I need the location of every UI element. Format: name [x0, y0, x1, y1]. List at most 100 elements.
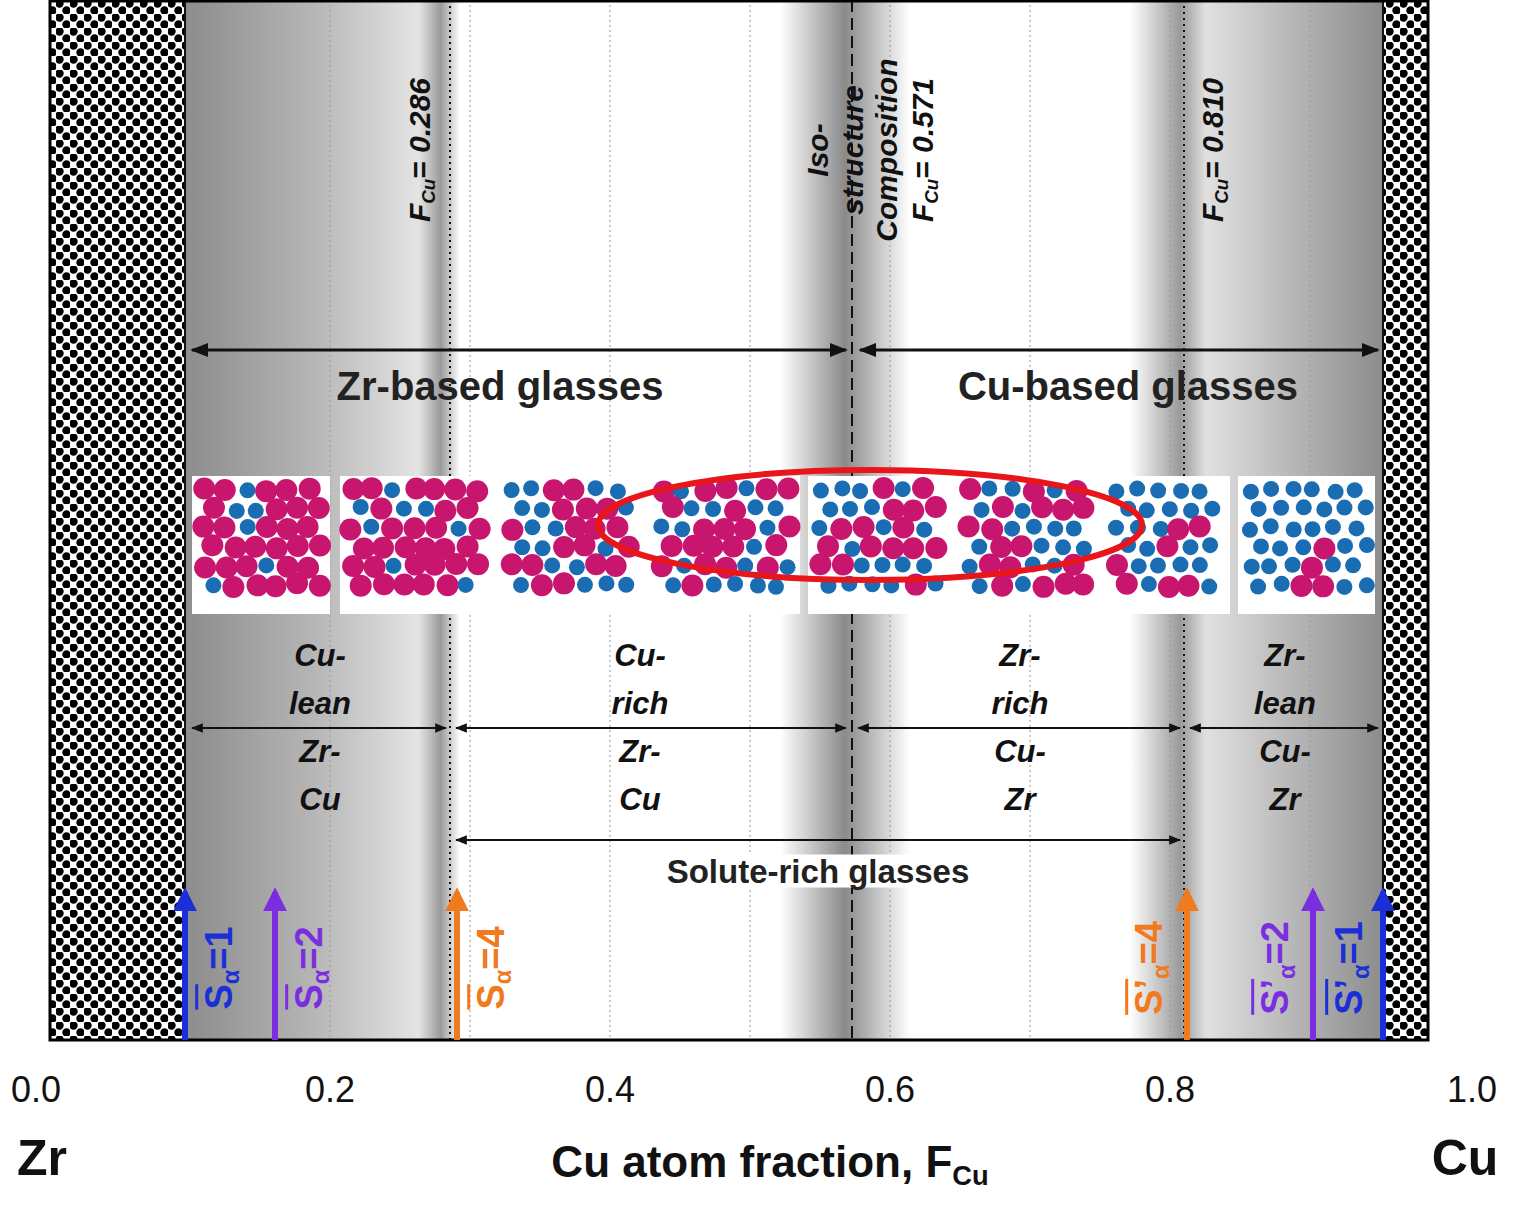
label-text: 1.0	[1447, 1069, 1497, 1110]
zr-atom	[339, 519, 361, 541]
zr-atom	[681, 575, 703, 597]
cluster-size-label: Sα=1	[200, 926, 244, 1009]
atom-panel	[192, 476, 330, 614]
cu-atom	[852, 483, 868, 499]
cu-atom	[1359, 577, 1375, 593]
label-text: S’	[1128, 979, 1170, 1015]
cu-atom	[759, 520, 775, 536]
cu-atom	[706, 577, 722, 593]
cu-atom	[1244, 559, 1260, 575]
zr-atom	[299, 478, 321, 500]
cu-atom	[747, 499, 763, 515]
grid-line	[190, 0, 191, 1040]
cu-atom	[1286, 521, 1302, 537]
cu-atom	[1337, 538, 1353, 554]
zr-atom	[373, 573, 395, 595]
cu-atom	[864, 499, 880, 515]
cu-atom	[1202, 537, 1218, 553]
cu-atom	[1172, 557, 1188, 573]
cu-atom	[738, 480, 754, 496]
cu-atom	[385, 558, 401, 574]
region-label: Cu-rich Zr-Cu	[612, 632, 669, 824]
axis-end-label: Zr	[17, 1133, 67, 1183]
cu-atom	[1108, 520, 1124, 536]
label-text: Cu-lean Zr-Cu	[289, 638, 351, 817]
zr-atom	[925, 496, 947, 518]
cu-atom	[1005, 481, 1021, 497]
cu-atom	[577, 577, 593, 593]
cu-atom	[569, 559, 585, 575]
zr-atom	[832, 553, 854, 575]
cluster-size-label: S’α=4	[1130, 921, 1174, 1015]
cu-atom	[1182, 539, 1198, 555]
label-text: 0.2	[305, 1069, 355, 1110]
cu-atom	[1129, 481, 1145, 497]
cu-atom	[1328, 484, 1344, 500]
label-text: F	[1196, 204, 1229, 222]
subscript: α	[218, 970, 244, 984]
label-text: Zr-rich Cu-Zr	[992, 638, 1049, 817]
zr-atom	[585, 553, 607, 575]
zr-atom	[755, 478, 777, 500]
cu-atom	[1242, 522, 1258, 538]
zr-atom	[778, 515, 800, 537]
cu-atom	[1047, 521, 1063, 537]
cu-atom	[1153, 521, 1169, 537]
cu-atom	[811, 520, 827, 536]
subscript: Cu	[921, 179, 942, 204]
cu-atom	[588, 480, 604, 496]
zr-atom	[1158, 576, 1180, 598]
cu-atom	[1345, 557, 1361, 573]
zr-atom	[309, 535, 331, 557]
cu-atom	[598, 575, 614, 591]
atom-panel	[808, 476, 950, 614]
cu-atom	[1066, 520, 1082, 536]
label-text: =4	[470, 926, 512, 969]
cu-atom	[353, 499, 369, 515]
cu-atom	[451, 521, 467, 537]
zr-atom	[286, 572, 308, 594]
label-text: =4	[1128, 921, 1170, 964]
zr-atom	[1106, 554, 1128, 576]
label-text: =2	[288, 926, 330, 969]
cu-atom	[1004, 521, 1020, 537]
cu-atom	[1305, 521, 1321, 537]
cu-atom	[1358, 499, 1374, 515]
label-text: Cu	[1432, 1130, 1499, 1186]
cu-atom	[248, 503, 264, 519]
zr-atom	[765, 534, 787, 556]
cu-atom	[813, 483, 829, 499]
zr-atom	[193, 477, 215, 499]
cu-atom	[1033, 538, 1049, 554]
zr-atom	[203, 497, 225, 519]
cu-atom	[1015, 576, 1031, 592]
zr-atom	[501, 519, 523, 541]
cu-atom	[962, 559, 978, 575]
zr-atom	[194, 556, 216, 578]
atom-panel	[340, 476, 490, 614]
atom-panel	[1238, 476, 1375, 614]
zr-atom	[437, 574, 459, 596]
cu-atom	[1243, 484, 1259, 500]
cu-atom	[1359, 537, 1375, 553]
label-text: Solute-rich glasses	[667, 853, 970, 890]
label-text: =1	[1328, 921, 1370, 964]
cu-atom	[653, 518, 669, 534]
zr-atom	[1290, 575, 1312, 597]
cu-atom	[229, 503, 245, 519]
cu-atom	[1173, 483, 1189, 499]
label-text: = 0.571	[906, 78, 939, 179]
label-text: S’	[1328, 979, 1370, 1015]
region-label: Cu-lean Zr-Cu	[289, 632, 351, 824]
cu-atom	[1192, 557, 1208, 573]
label-text: =1	[198, 926, 240, 969]
cu-atom	[618, 577, 634, 593]
cu-atom	[1285, 557, 1301, 573]
label-text: Cu-rich Zr-Cu	[612, 638, 669, 817]
zr-atom	[1033, 576, 1055, 598]
subscript: Cu	[418, 179, 439, 204]
cu-atom	[1325, 519, 1341, 535]
zr-atom	[553, 572, 575, 594]
cluster-size-label: S’α=2	[1256, 921, 1300, 1015]
zr-atom	[662, 496, 684, 518]
